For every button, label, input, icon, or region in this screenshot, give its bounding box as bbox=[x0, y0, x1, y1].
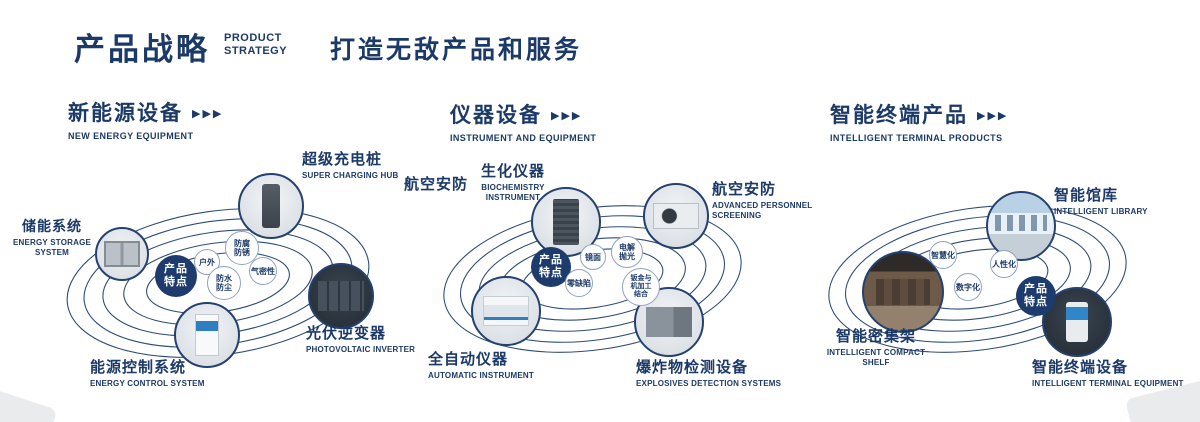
intelligent-compact-shelf-photo bbox=[862, 251, 944, 333]
triple-arrow-icon: ▶▶▶ bbox=[551, 110, 583, 122]
label-energy-storage: 储能系统 ENERGY STORAGE SYSTEM bbox=[12, 218, 92, 257]
label-intelligent-compact-shelf: 智能密集架 INTELLIGENT COMPACT SHELF bbox=[826, 328, 926, 367]
section-title: 智能终端产品 bbox=[830, 104, 968, 127]
personnel-screening-photo bbox=[643, 183, 709, 249]
section-header-intelligent-terminal: 智能终端产品 ▶▶▶ INTELLIGENT TERMINAL PRODUCTS bbox=[830, 99, 1008, 143]
label-aviation-security: 航空安防 bbox=[404, 176, 469, 193]
label-photovoltaic-inverter: 光伏逆变器 PHOTOVOLTAIC INVERTER bbox=[306, 325, 416, 354]
super-charging-hub-photo bbox=[238, 173, 304, 239]
feature-bubble-smart: 智慧化 bbox=[929, 241, 957, 269]
control-cabinet-icon bbox=[195, 314, 219, 356]
feature-bubble-airtight: 气密性 bbox=[249, 257, 277, 285]
page-title: 产品战略 bbox=[74, 32, 210, 67]
page-tagline: 打造无敌产品和服务 bbox=[330, 36, 583, 64]
detection-machine-icon bbox=[646, 307, 692, 337]
label-super-charging-hub: 超级充电桩 SUPER CHARGING HUB bbox=[302, 151, 399, 180]
storage-cabinet-icon bbox=[104, 241, 140, 267]
section-title: 仪器设备 bbox=[450, 104, 542, 127]
feature-bubble-humanized: 人性化 bbox=[990, 250, 1018, 278]
section-subtitle: INSTRUMENT AND EQUIPMENT bbox=[450, 133, 597, 143]
section-subtitle: NEW ENERGY EQUIPMENT bbox=[68, 131, 194, 141]
label-automatic-instrument: 全自动仪器 AUTOMATIC INSTRUMENT bbox=[428, 351, 534, 380]
feature-bubble-digital: 数字化 bbox=[954, 273, 982, 301]
inverter-cabinet-icon bbox=[318, 281, 364, 311]
page-title-en-line1: PRODUCT bbox=[224, 32, 282, 44]
label-personnel-screening: 航空安防 ADVANCED PERSONNEL SCREENING bbox=[712, 181, 813, 220]
charging-pile-icon bbox=[262, 184, 280, 228]
product-features-badge: 产品 特点 bbox=[155, 255, 197, 297]
feature-bubble-mirror: 镜面 bbox=[580, 244, 606, 270]
page-title-en: PRODUCT STRATEGY bbox=[224, 32, 287, 58]
feature-bubble-electropolish: 电解抛光 bbox=[611, 236, 643, 268]
triple-arrow-icon: ▶▶▶ bbox=[977, 110, 1009, 122]
triple-arrow-icon: ▶▶▶ bbox=[192, 108, 224, 120]
section-header-new-energy: 新能源设备 ▶▶▶ NEW ENERGY EQUIPMENT bbox=[68, 97, 223, 141]
analyzer-icon bbox=[483, 296, 529, 326]
feature-bubble-zero-defect: 零缺陷 bbox=[565, 269, 593, 297]
page-title-en-line2: STRATEGY bbox=[224, 45, 288, 57]
corner-accent-left bbox=[0, 388, 58, 422]
compact-shelf-icon bbox=[876, 279, 930, 305]
photovoltaic-inverter-photo bbox=[308, 263, 374, 329]
kiosk-icon bbox=[1066, 302, 1088, 342]
product-features-badge: 产品 特点 bbox=[1016, 276, 1056, 316]
energy-storage-photo bbox=[95, 227, 149, 281]
label-energy-control: 能源控制系统 ENERGY CONTROL SYSTEM bbox=[90, 359, 205, 388]
label-explosives-detection: 爆炸物检测设备 EXPLOSIVES DETECTION SYSTEMS bbox=[636, 359, 782, 388]
scanner-icon bbox=[653, 203, 699, 229]
section-title: 新能源设备 bbox=[68, 102, 183, 125]
intelligent-library-photo bbox=[986, 191, 1056, 261]
label-intelligent-library: 智能馆库 INTELLIGENT LIBRARY bbox=[1054, 187, 1148, 216]
automatic-instrument-photo bbox=[471, 276, 541, 346]
energy-control-photo bbox=[174, 302, 240, 368]
instrument-rack-icon bbox=[553, 199, 579, 245]
section-subtitle: INTELLIGENT TERMINAL PRODUCTS bbox=[830, 133, 1003, 143]
feature-bubble-waterproof: 防水防尘 bbox=[207, 266, 241, 300]
feature-bubble-sheetmetal-machining: 钣金与机加工结合 bbox=[622, 268, 660, 306]
section-header-instrument: 仪器设备 ▶▶▶ INSTRUMENT AND EQUIPMENT bbox=[450, 99, 596, 143]
label-biochemistry-instrument: 生化仪器 BIOCHEMISTRY INSTRUMENT bbox=[480, 163, 545, 202]
product-features-badge: 产品 特点 bbox=[531, 247, 571, 287]
label-intelligent-terminal-equipment: 智能终端设备 INTELLIGENT TERMINAL EQUIPMENT bbox=[1032, 359, 1184, 388]
bookshelf-icon bbox=[995, 215, 1047, 232]
